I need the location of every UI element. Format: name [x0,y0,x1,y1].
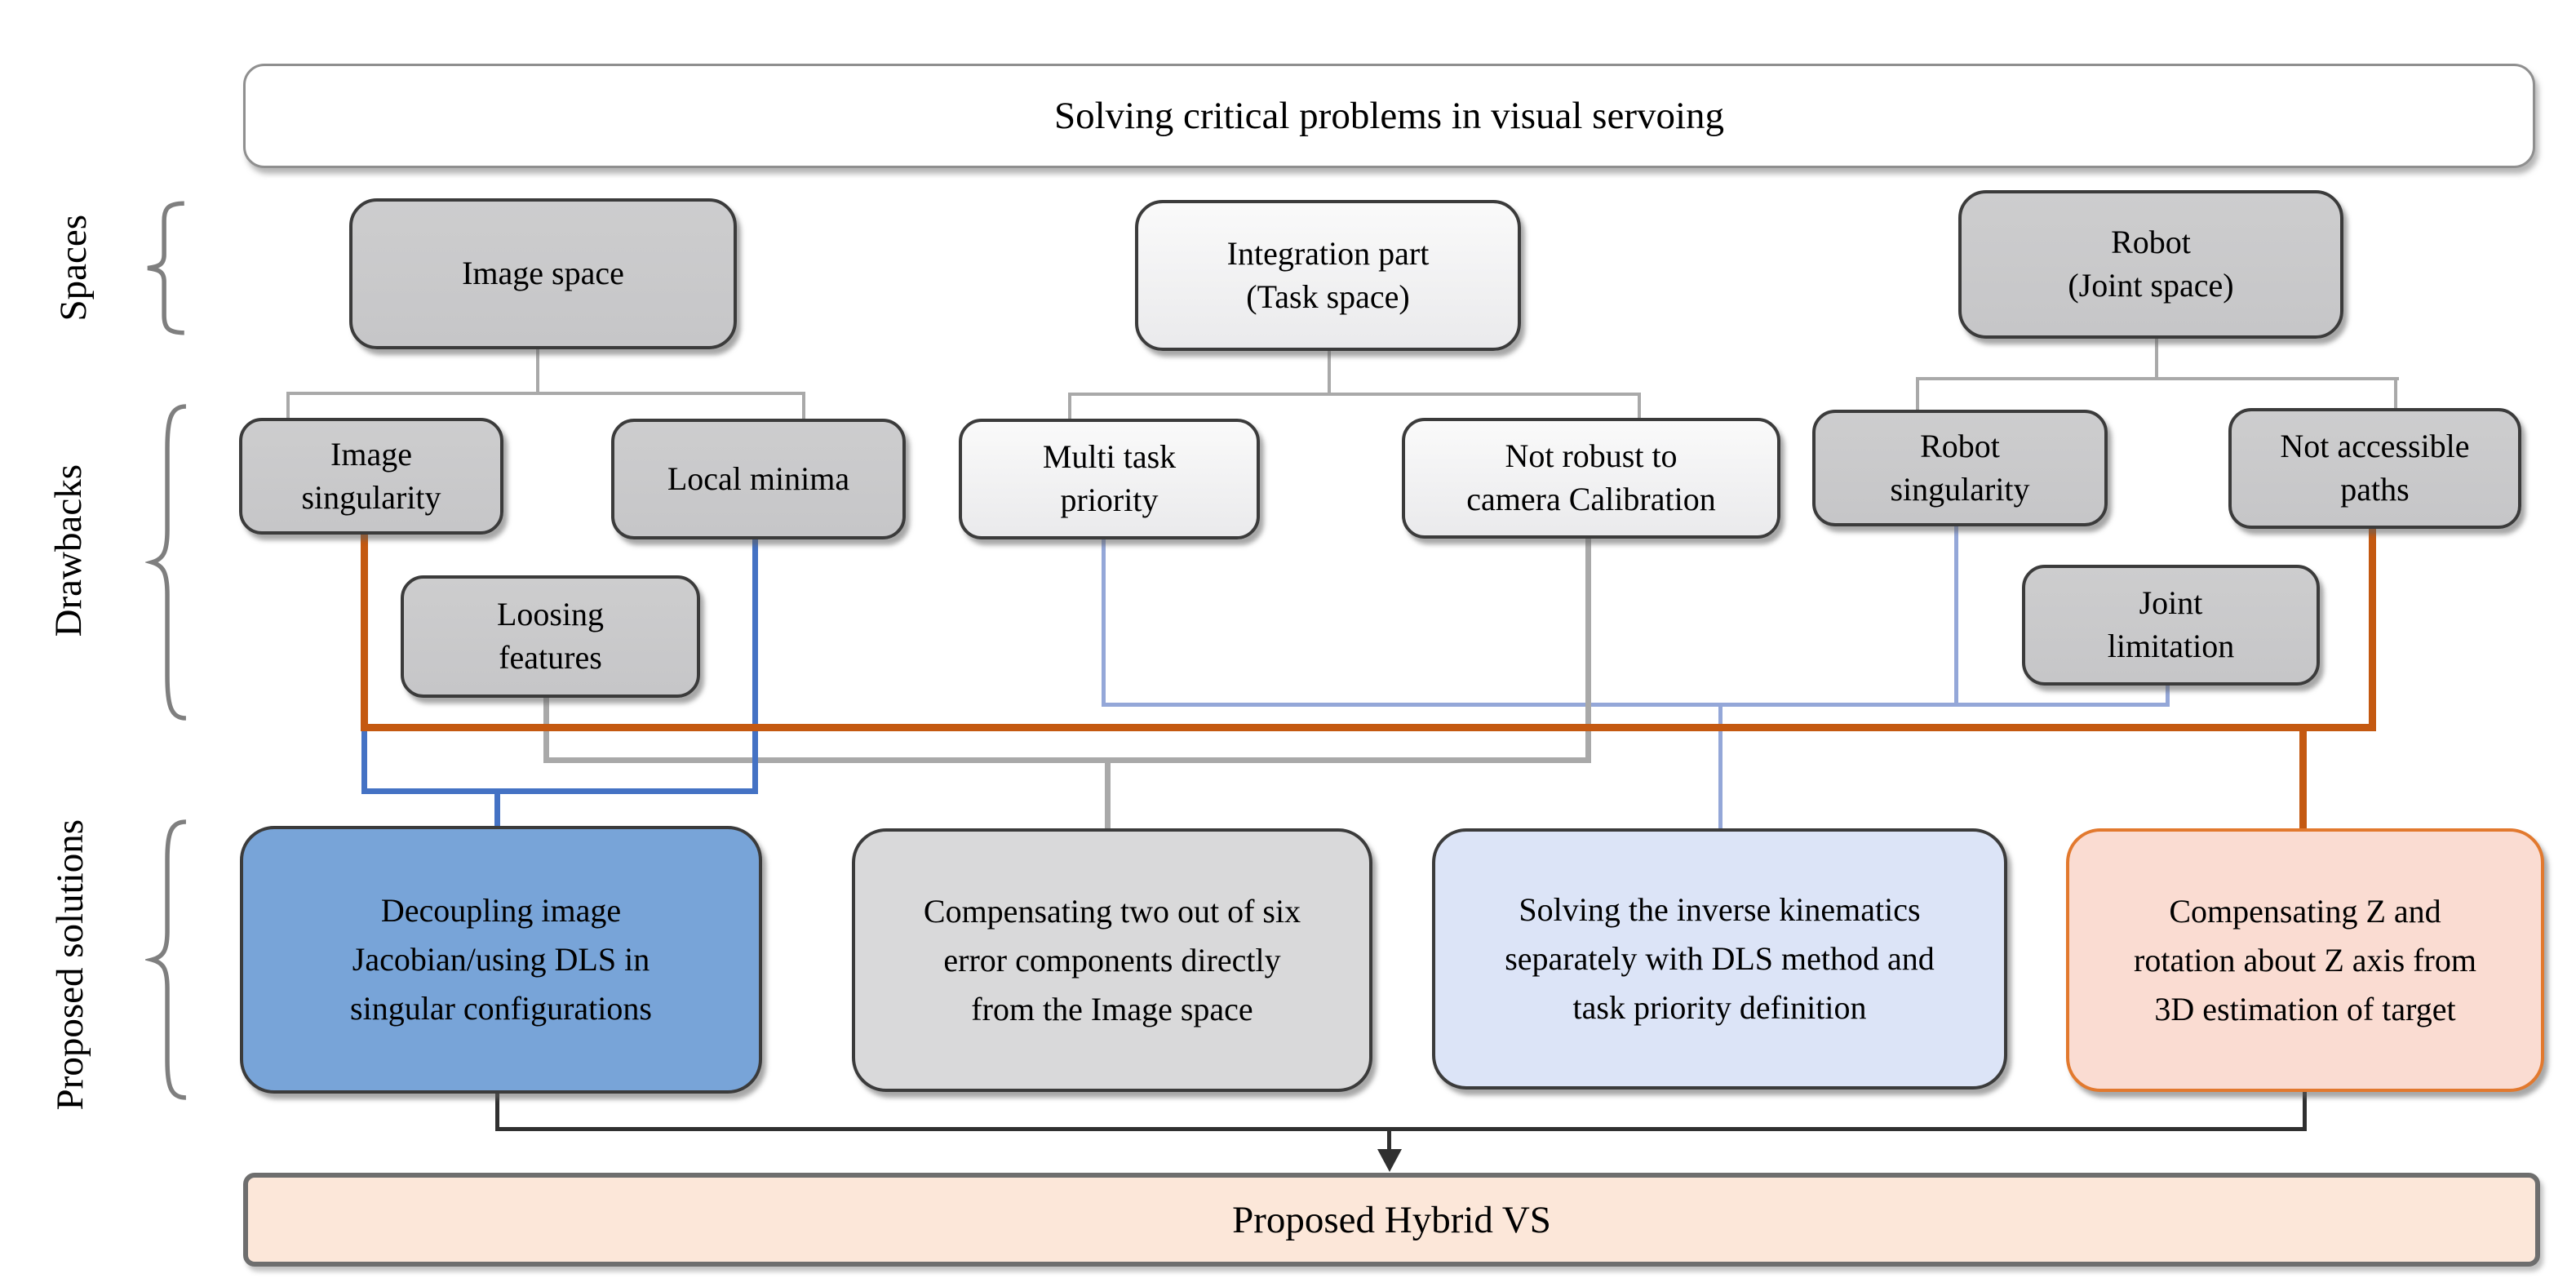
node-label-line: Image space [462,255,624,292]
connector-orange-drop-pinkbox [2299,724,2307,832]
connector-blue-rail [361,788,758,794]
node-image-singularity: Image singularity [239,418,503,535]
brace-drawbacks-icon [145,400,188,725]
connector-blue-localminima [752,531,758,794]
connector-integration-stub [1328,343,1331,394]
node-label-line: (Task space) [1246,277,1410,315]
connector-robotsingularity-stub [1916,377,1919,410]
connector-notaccessible-stub [2394,377,2397,409]
brace-solutions-icon [145,816,188,1103]
connector-orange-imagesingularity [361,526,368,730]
node-label-line: Jacobian/using DLS in [352,941,650,978]
node-label-line: singular configurations [350,990,652,1027]
connector-robot-stub [2155,331,2158,379]
node-solution-compensating-z: Compensating Z and rotation about Z axis… [2066,828,2544,1092]
connector-gray-drop-graybox [1105,757,1111,831]
node-label-line: separately with DLS method and [1505,940,1935,977]
connector-paleblue-drop-lavender [1718,703,1723,830]
connector-black-arrow-shaft [1387,1127,1391,1163]
proposed-hybrid-vs-bar: Proposed Hybrid VS [243,1173,2540,1267]
connector-orange-rail [361,724,2376,731]
node-label-line: paths [2340,471,2410,508]
connector-paleblue-jointlimitation [2166,677,2170,707]
connector-imagespace-bracket [286,392,805,395]
connector-black-pinkbox-stub [2303,1084,2307,1131]
node-label-line: (Joint space) [2068,267,2234,304]
node-loosing-features: Loosing features [401,575,700,698]
node-multi-task-priority: Multi task priority [959,419,1260,539]
node-label-line: Integration part [1226,234,1430,272]
connector-localminima-stub [802,392,805,423]
node-label-line: Loosing [496,596,605,633]
node-not-accessible-paths: Not accessible paths [2228,408,2521,529]
diagram-title: Solving critical problems in visual serv… [1053,95,1725,137]
node-solution-inverse-kinematics-dls: Solving the inverse kinematics separatel… [1432,828,2007,1090]
brace-spaces-icon [140,201,186,335]
node-robot-singularity: Robot singularity [1812,410,2108,526]
node-robot: Robot (Joint space) [1958,190,2343,339]
node-label-line: Robot [1920,427,2000,464]
node-label-line: priority [1060,482,1159,518]
node-label-line: Local minima [667,459,850,497]
node-label-line: Compensating two out of six [923,892,1301,930]
node-label-line: from the Image space [971,990,1253,1027]
section-label-drawbacks: Drawbacks [47,464,90,637]
section-label-spaces: Spaces [52,215,95,322]
node-image-space: Image space [349,198,737,349]
node-label-line: rotation about Z axis from [2134,941,2476,979]
node-label-line: error components directly [943,941,1281,979]
node-label-line: Multi task [1042,438,1177,476]
connector-blue-drop-bluebox [494,788,500,829]
connector-imagespace-stub [536,343,539,393]
bottom-bar-label: Proposed Hybrid VS [1232,1198,1551,1241]
connector-paleblue-robotsingularity [1954,518,1958,707]
connector-blue-left-vertical [361,729,367,794]
node-label-line: Not accessible [2280,428,2470,465]
node-label-line: features [499,639,602,676]
node-label-line: Solving the inverse kinematics [1519,891,1921,928]
connector-orange-notaccessible [2369,521,2376,731]
node-label-line: singularity [301,478,441,516]
node-label-line: Image [330,435,412,473]
node-not-robust-calibration: Not robust to camera Calibration [1402,418,1780,539]
connector-black-bluebox-stub [495,1085,499,1131]
node-label-line: limitation [2107,628,2235,664]
arrow-down-icon [1377,1149,1402,1172]
node-label-line: 3D estimation of target [2154,990,2456,1027]
connector-paleblue-rail [1102,703,2170,707]
node-integration-part: Integration part (Task space) [1135,200,1521,351]
node-label-line: Joint [2139,584,2203,622]
section-label-proposed-solutions: Proposed solutions [49,819,91,1111]
connector-paleblue-multitask [1102,531,1106,707]
connector-imagesingularity-stub [286,392,290,419]
node-solution-decoupling-jacobian: Decoupling image Jacobian/using DLS in s… [240,826,762,1094]
connector-gray-rail [543,757,1591,763]
node-label-line: Compensating Z and [2169,892,2441,930]
diagram-title-box: Solving critical problems in visual serv… [243,64,2535,168]
node-joint-limitation: Joint limitation [2022,565,2320,686]
node-label-line: Decoupling image [380,892,622,929]
node-label-line: camera Calibration [1466,481,1716,517]
connector-black-rail [495,1127,2307,1131]
node-label-line: Robot [2111,224,2191,261]
connector-integration-bracket [1068,393,1641,396]
connector-gray-notrobust [1585,530,1591,763]
node-label-line: Not robust to [1505,437,1678,475]
connector-robot-bracket [1916,377,2399,380]
node-solution-compensating-two-of-six: Compensating two out of six error compon… [852,828,1372,1092]
connector-multitask-stub [1068,393,1071,419]
node-label-line: singularity [1890,470,2030,508]
node-local-minima: Local minima [611,419,906,539]
connector-notrobust-stub [1638,393,1641,419]
node-label-line: task priority definition [1572,989,1867,1026]
